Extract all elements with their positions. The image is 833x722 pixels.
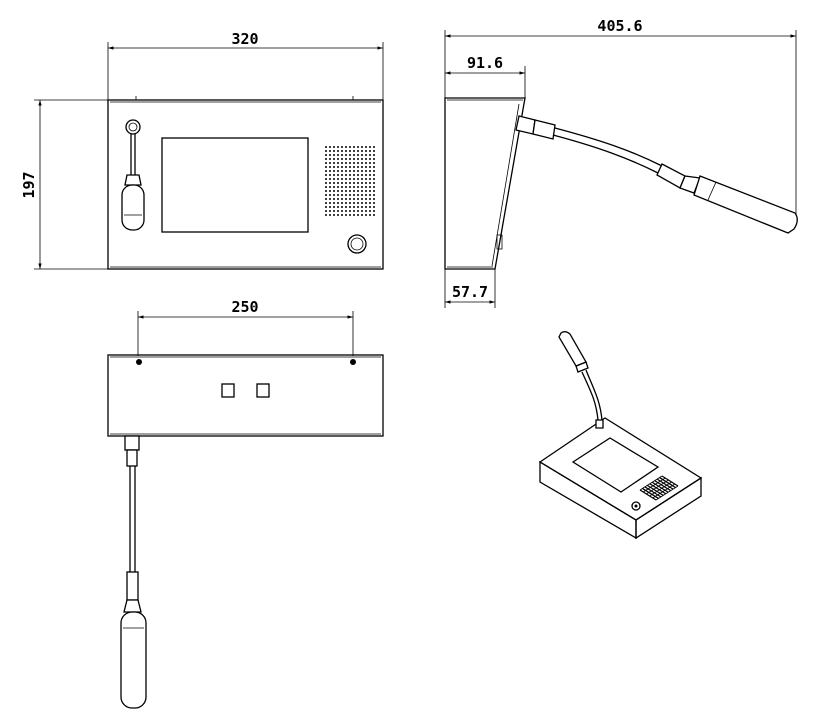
iso-left-face (539, 460, 637, 540)
dimension-front-width: 320 (107, 30, 384, 100)
iso-button (631, 501, 641, 511)
iso-right-face (635, 476, 702, 540)
iso-microphone (558, 331, 604, 429)
front-button (347, 234, 367, 254)
port-right (256, 383, 270, 398)
isometric-view (538, 331, 703, 540)
top-housing (107, 354, 384, 437)
dimension-top-holes: 250 (137, 298, 354, 356)
iso-speaker-grill (639, 475, 679, 501)
side-top-label: 91.6 (467, 54, 503, 72)
front-width-label: 320 (231, 30, 258, 48)
side-microphone (515, 115, 798, 234)
dimension-front-height: 197 (20, 99, 108, 270)
top-view: 250 (107, 298, 384, 709)
side-total-label: 405.6 (597, 17, 642, 35)
front-microphone (121, 119, 145, 231)
dimension-side-total: 405.6 (444, 17, 797, 215)
side-view: 405.6 91.6 57.7 (444, 17, 798, 308)
mount-hole-left (136, 359, 142, 365)
iso-top-face (538, 417, 703, 521)
top-microphone (120, 435, 147, 709)
iso-screen (571, 437, 660, 493)
dimension-side-base: 57.7 (444, 269, 496, 308)
port-left (221, 383, 235, 398)
front-view: 320 197 (20, 30, 384, 270)
front-speaker-grill (325, 146, 375, 216)
front-housing (107, 99, 384, 270)
dimension-side-top: 91.6 (445, 54, 526, 98)
front-screen (161, 137, 309, 233)
front-height-label: 197 (20, 171, 38, 198)
side-housing (444, 97, 526, 270)
top-holes-label: 250 (231, 298, 258, 316)
side-base-label: 57.7 (452, 283, 488, 301)
mount-hole-right (350, 359, 356, 365)
